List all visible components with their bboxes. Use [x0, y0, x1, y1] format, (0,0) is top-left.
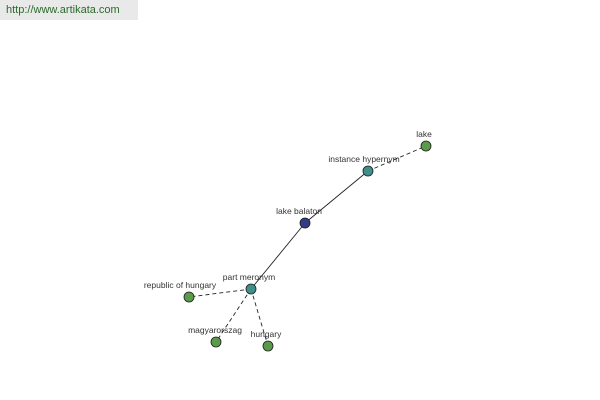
node-lake[interactable]	[420, 140, 432, 152]
edge-part-meronym-to-magyarorszag	[215, 288, 252, 343]
node-label-part-meronym[interactable]: part meronym	[223, 272, 275, 282]
edge-part-meronym-to-hungary	[250, 288, 269, 347]
site-url[interactable]: http://www.artikata.com	[6, 4, 120, 16]
edge-part-meronym-to-republic-of-hungary	[188, 288, 252, 298]
node-label-republic-of-hungary[interactable]: republic of hungary	[144, 280, 217, 290]
edge-lake-balaton-to-instance-hypernym	[304, 170, 369, 224]
graph-nodes	[183, 140, 432, 352]
graph-labels: lake instance hypernym lake balaton part me…	[144, 129, 432, 339]
node-republic-of-hungary[interactable]	[183, 291, 195, 303]
url-banner: http://www.artikata.com	[0, 0, 138, 20]
node-hungary[interactable]	[262, 340, 274, 352]
node-magyarorszag[interactable]	[210, 336, 222, 348]
edge-lake-balaton-to-part-meronym	[250, 222, 306, 290]
node-lake-balaton[interactable]	[299, 217, 311, 229]
node-instance-hypernym[interactable]	[362, 165, 374, 177]
node-label-hungary[interactable]: hungary	[251, 329, 282, 339]
node-label-instance-hypernym[interactable]: instance hypernym	[328, 154, 399, 164]
edge-instance-hypernym-to-lake	[367, 145, 427, 172]
graph-edges	[188, 145, 427, 347]
node-label-lake-balaton[interactable]: lake balaton	[276, 206, 322, 216]
node-label-magyarorszag[interactable]: magyarorszag	[188, 325, 242, 335]
node-part-meronym[interactable]	[245, 283, 257, 295]
node-label-lake[interactable]: lake	[416, 129, 432, 139]
